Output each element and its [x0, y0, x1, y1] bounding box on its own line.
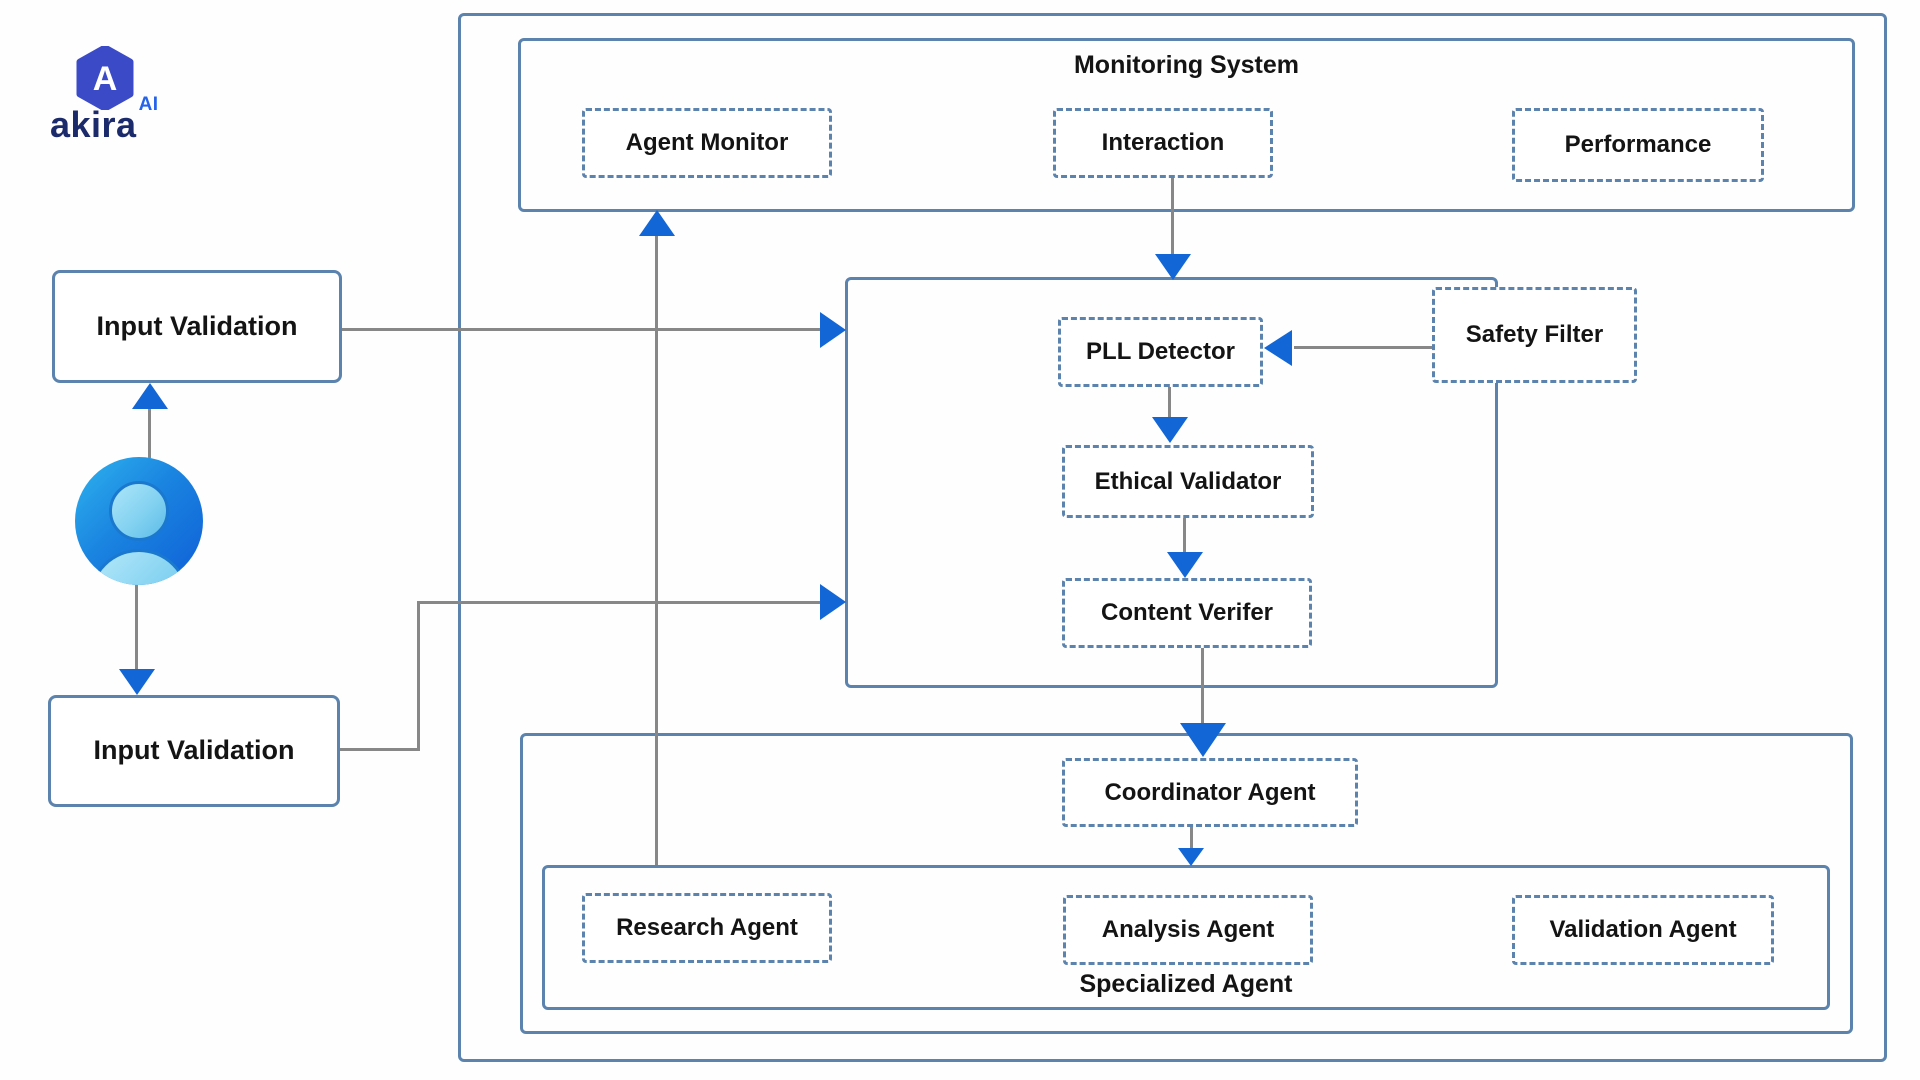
node-safety-filter: Safety Filter — [1432, 287, 1637, 383]
connector-safety-to-pll — [1294, 346, 1432, 349]
connector-coordinator-to-specialized — [1190, 827, 1193, 850]
avatar-body — [89, 549, 189, 585]
arrowhead-into-content — [1167, 552, 1203, 578]
brand-suffix: AI — [138, 94, 159, 115]
svg-text:A: A — [93, 60, 118, 98]
arrowhead-into-coordinator — [1180, 723, 1226, 757]
connector-ethical-to-content — [1183, 518, 1186, 554]
connector-pll-to-ethical — [1168, 387, 1171, 421]
arrowhead-into-input-validation-top — [132, 383, 168, 409]
connector-input-validation-bottom-seg1 — [340, 748, 420, 751]
connector-input-validation-top-to-cluster — [342, 328, 821, 331]
arrowhead-into-cluster-upper — [820, 312, 846, 348]
connector-input-validation-bottom-seg3 — [417, 601, 821, 604]
arrowhead-into-input-validation-bottom — [119, 669, 155, 695]
outer-system-container — [458, 13, 1887, 1062]
arrowhead-into-monitoring — [639, 210, 675, 236]
node-agent-monitor: Agent Monitor — [582, 108, 832, 178]
node-validation-agent: Validation Agent — [1512, 895, 1774, 965]
specialized-agents-container: Specialized Agent — [542, 865, 1830, 1010]
monitoring-system-container: Monitoring System — [518, 38, 1855, 212]
avatar-head — [109, 481, 169, 541]
arrowhead-into-pll — [1264, 330, 1292, 366]
connector-interaction-to-cluster — [1171, 178, 1174, 258]
monitoring-system-title: Monitoring System — [1073, 51, 1299, 79]
hexagon-a-logo-icon: A — [76, 46, 134, 110]
connector-content-to-coordinator — [1201, 648, 1204, 728]
node-content-verifier: Content Verifer — [1062, 578, 1312, 648]
connector-user-to-input-validation-bottom — [135, 585, 138, 672]
arrowhead-cluster-top — [1155, 254, 1191, 280]
node-research-agent: Research Agent — [582, 893, 832, 963]
specialized-agents-title: Specialized Agent — [1079, 970, 1293, 998]
node-analysis-agent: Analysis Agent — [1063, 895, 1313, 965]
node-coordinator-agent: Coordinator Agent — [1062, 758, 1358, 827]
brand-name: akira — [50, 104, 137, 145]
node-input-validation-bottom: Input Validation — [48, 695, 340, 807]
node-pll-detector: PLL Detector — [1058, 317, 1263, 387]
arrowhead-into-ethical — [1152, 417, 1188, 443]
connector-specialized-to-monitoring — [655, 232, 658, 865]
connector-input-validation-bottom-seg2 — [417, 601, 420, 751]
node-interaction: Interaction — [1053, 108, 1273, 178]
node-input-validation-top: Input Validation — [52, 270, 342, 383]
node-ethical-validator: Ethical Validator — [1062, 445, 1314, 518]
connector-user-to-input-validation-top — [148, 386, 151, 458]
arrowhead-into-cluster-lower — [820, 584, 846, 620]
arrowhead-into-specialized — [1178, 848, 1204, 866]
node-performance: Performance — [1512, 108, 1764, 182]
user-avatar-icon — [75, 457, 203, 585]
